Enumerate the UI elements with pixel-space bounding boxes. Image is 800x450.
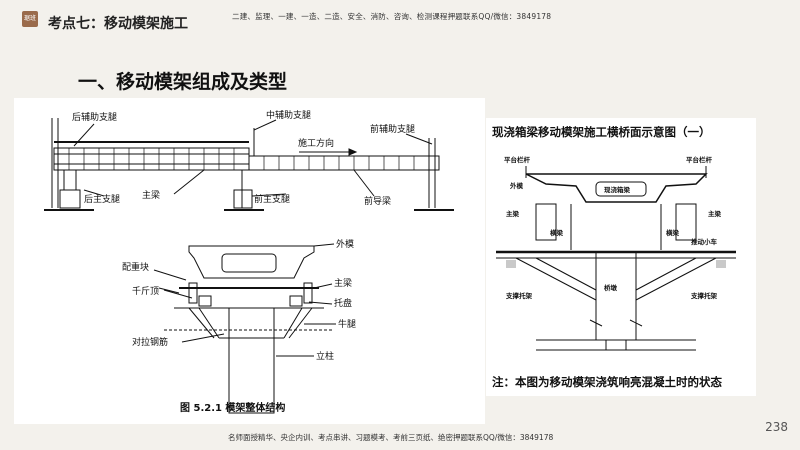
footer-note: 名师面授精华、央企内训、考点串讲、习题模考、考前三页纸、绝密押题联系QQ/微信：… [228, 433, 554, 442]
cross-section-drawing: 平台栏杆 平台栏杆 现浇箱梁 外模 主梁 主梁 横梁 横梁 推动小车 桥墩 支撑… [496, 155, 736, 351]
label-column: 立柱 [316, 350, 334, 362]
figure1-caption: 图 5.2.1 模架整体结构 [180, 401, 285, 414]
label-support-left: 支撑托架 [505, 291, 533, 300]
cross-section-figure: 现浇箱梁移动模架施工横桥面示意图（一） [486, 118, 756, 396]
brand-logo: 琚班 [22, 11, 38, 27]
label-main-beam: 主梁 [142, 189, 160, 201]
slide-title: 考点七：移动模架施工 [48, 16, 188, 32]
label-main-beam-section: 主梁 [334, 277, 352, 289]
formwork-structure-figure: 后辅助支腿 中辅助支腿 前辅助支腿 施工方向 后主支腿 主梁 前主支腿 前导梁 [14, 98, 485, 424]
label-platform-rail-right: 平台栏杆 [686, 155, 713, 164]
label-tie-rod: 对拉钢筋 [132, 336, 168, 348]
label-main-beam-left: 主梁 [506, 209, 520, 218]
formwork-structure-drawing: 后辅助支腿 中辅助支腿 前辅助支腿 施工方向 后主支腿 主梁 前主支腿 前导梁 [44, 109, 454, 414]
label-construction-direction: 施工方向 [298, 137, 334, 149]
label-outer-form-2: 外模 [510, 181, 524, 190]
label-rear-main-leg: 后主支腿 [84, 193, 120, 205]
label-outer-form: 外模 [336, 238, 354, 250]
figure2-title: 现浇箱梁移动模架施工横桥面示意图（一） [492, 125, 711, 139]
label-main-beam-right: 主梁 [708, 209, 722, 218]
header-note: 二建、监理、一建、一造、二造、安全、消防、咨询、检测课程押题联系QQ/微信：38… [232, 12, 552, 21]
label-trolley: 推动小车 [691, 237, 718, 246]
label-crossbeam-left: 横梁 [550, 228, 564, 237]
label-pier: 桥墩 [604, 283, 618, 292]
label-mid-aux-leg: 中辅助支腿 [266, 109, 311, 121]
label-box-girder: 现浇箱梁 [604, 185, 631, 194]
label-front-guide-beam: 前导梁 [364, 195, 391, 207]
label-support-right: 支撑托架 [690, 291, 718, 300]
label-tray: 托盘 [334, 297, 352, 309]
label-crossbeam-right: 横梁 [666, 228, 680, 237]
page-number: 238 [765, 420, 788, 434]
figure2-note: 注：本图为移动模架浇筑响亮混凝土时的状态 [492, 375, 722, 389]
label-bracket: 牛腿 [338, 318, 356, 330]
label-jack: 千斤顶 [132, 286, 159, 297]
label-platform-rail-left: 平台栏杆 [504, 155, 531, 164]
label-front-aux-leg: 前辅助支腿 [370, 123, 415, 135]
label-front-main-leg: 前主支腿 [254, 193, 290, 205]
label-counterweight: 配重块 [122, 261, 149, 273]
section-heading: 一、移动模架组成及类型 [78, 71, 288, 93]
label-rear-aux-leg: 后辅助支腿 [72, 111, 117, 123]
